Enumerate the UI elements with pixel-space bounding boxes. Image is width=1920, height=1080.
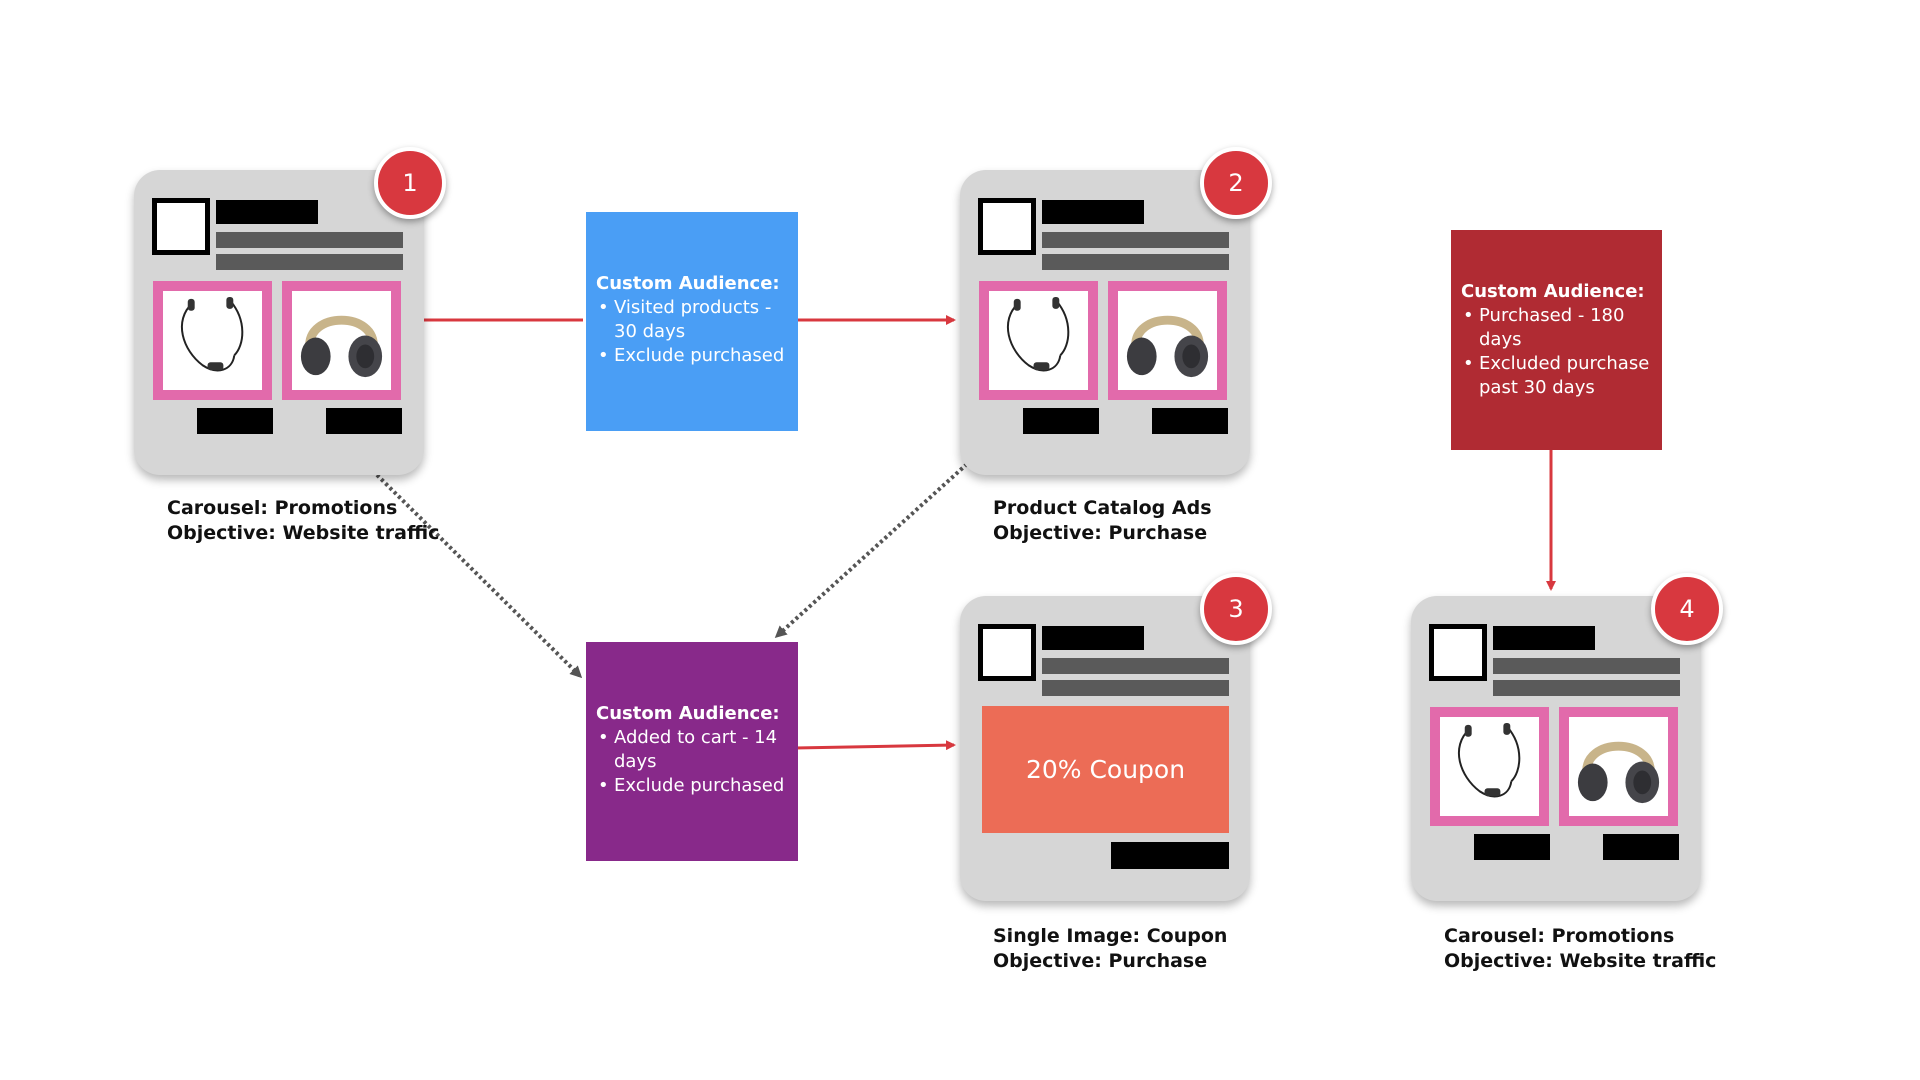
headline-placeholder: [1493, 626, 1595, 650]
product-tile: [1108, 281, 1227, 400]
cta-button-placeholder: [1023, 408, 1099, 434]
coupon-text: 20% Coupon: [1025, 755, 1186, 784]
profile-avatar-placeholder: [978, 624, 1036, 681]
text-line-placeholder: [216, 232, 403, 248]
text-line-placeholder: [1042, 658, 1229, 674]
step-badge-2: 2: [1200, 147, 1272, 219]
audience-box-visited-products: Custom Audience: Visited products - 30 d…: [586, 212, 798, 431]
cta-button-placeholder: [1111, 842, 1229, 869]
ad-card-4: [1411, 596, 1701, 901]
audience-title: Custom Audience:: [596, 273, 780, 294]
cta-button-placeholder: [197, 408, 273, 434]
product-tile: [1430, 707, 1549, 826]
coupon-image: 20% Coupon: [982, 706, 1229, 833]
profile-avatar-placeholder: [978, 198, 1036, 255]
ad-card-3: 20% Coupon: [960, 596, 1250, 901]
cta-button-placeholder: [1474, 834, 1550, 860]
audience-criteria-list: Purchased - 180 days Excluded purchase p…: [1461, 304, 1662, 400]
product-tile: [1559, 707, 1678, 826]
audience-criterion: Exclude purchased: [598, 774, 798, 798]
audience-box-purchased: Custom Audience: Purchased - 180 days Ex…: [1451, 230, 1662, 450]
profile-avatar-placeholder: [152, 198, 210, 255]
caption-format: Carousel: Promotions: [167, 497, 398, 519]
caption-objective: Objective: Purchase: [993, 950, 1208, 972]
ad-card-1: [134, 170, 424, 475]
text-line-placeholder: [1042, 680, 1229, 696]
audience-criterion: Excluded purchase past 30 days: [1463, 352, 1662, 400]
audience-criteria-list: Added to cart - 14 days Exclude purchase…: [596, 726, 798, 798]
text-line-placeholder: [1042, 232, 1229, 248]
dotted-arrow-ad2-to-cart-audience: [774, 462, 969, 639]
audience-criteria-list: Visited products - 30 days Exclude purch…: [596, 296, 798, 368]
caption-objective: Objective: Website traffic: [167, 522, 440, 544]
arrow-cart-audience-to-ad3: [794, 740, 956, 751]
caption-objective: Objective: Purchase: [993, 522, 1208, 544]
step-badge-4: 4: [1651, 573, 1723, 645]
audience-title: Custom Audience:: [1461, 281, 1645, 302]
ad-caption-2: Product Catalog Ads Objective: Purchase: [993, 496, 1212, 546]
audience-criterion: Visited products - 30 days: [598, 296, 798, 344]
audience-title: Custom Audience:: [596, 703, 780, 724]
headphones-icon: [1126, 315, 1209, 378]
earphones-icon: [1457, 722, 1521, 798]
ad-caption-4: Carousel: Promotions Objective: Website …: [1444, 924, 1716, 974]
ad-caption-1: Carousel: Promotions Objective: Website …: [167, 496, 439, 546]
step-badge-1: 1: [374, 147, 446, 219]
headphones-icon: [1577, 741, 1660, 804]
earphones-icon: [1006, 296, 1070, 372]
caption-format: Carousel: Promotions: [1444, 925, 1675, 947]
headline-placeholder: [216, 200, 318, 224]
caption-objective: Objective: Website traffic: [1444, 950, 1717, 972]
audience-box-added-to-cart: Custom Audience: Added to cart - 14 days…: [586, 642, 798, 861]
text-line-placeholder: [1493, 658, 1680, 674]
caption-format: Single Image: Coupon: [993, 925, 1228, 947]
headphones-icon: [300, 315, 383, 378]
audience-criterion: Exclude purchased: [598, 344, 798, 368]
text-line-placeholder: [216, 254, 403, 270]
step-badge-3: 3: [1200, 573, 1272, 645]
cta-button-placeholder: [1603, 834, 1679, 860]
text-line-placeholder: [1493, 680, 1680, 696]
profile-avatar-placeholder: [1429, 624, 1487, 681]
audience-criterion: Added to cart - 14 days: [598, 726, 798, 774]
cta-button-placeholder: [1152, 408, 1228, 434]
product-tile: [282, 281, 401, 400]
cta-button-placeholder: [326, 408, 402, 434]
earphones-icon: [180, 296, 244, 372]
text-line-placeholder: [1042, 254, 1229, 270]
headline-placeholder: [1042, 200, 1144, 224]
product-tile: [979, 281, 1098, 400]
product-tile: [153, 281, 272, 400]
audience-criterion: Purchased - 180 days: [1463, 304, 1662, 352]
caption-format: Product Catalog Ads: [993, 497, 1212, 519]
ad-card-2: [960, 170, 1250, 475]
headline-placeholder: [1042, 626, 1144, 650]
ad-caption-3: Single Image: Coupon Objective: Purchase: [993, 924, 1227, 974]
